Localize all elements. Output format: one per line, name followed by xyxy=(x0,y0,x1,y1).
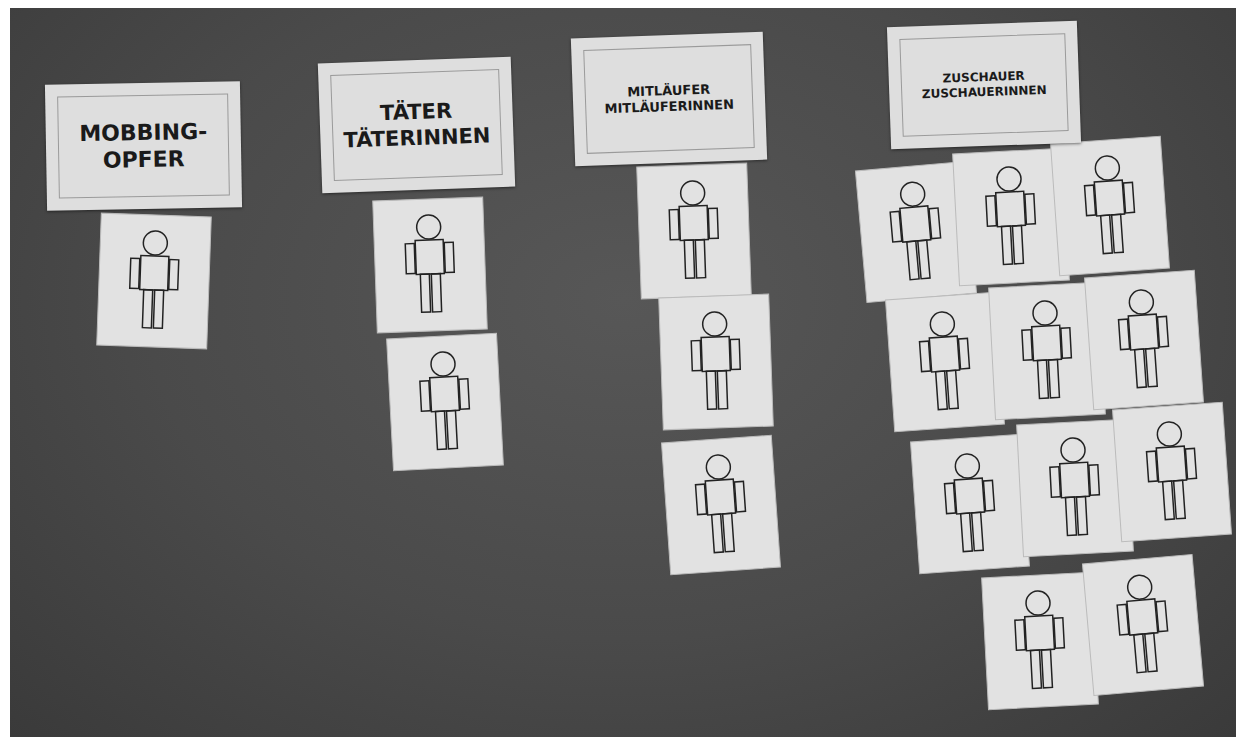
person-card xyxy=(982,572,1099,710)
person-card xyxy=(373,197,488,333)
person-card xyxy=(659,294,774,430)
header-card: TÄTER TÄTERINNEN xyxy=(318,57,515,194)
category-label: MOBBING- OPFER xyxy=(59,117,229,175)
person-card xyxy=(886,292,1005,431)
category-label: ZUSCHAUER ZUSCHAUERINNEN xyxy=(902,67,1067,103)
header-card: MITLÄUFER MITLÄUFERINNEN xyxy=(571,32,767,167)
category-label: TÄTER TÄTERINNEN xyxy=(332,96,501,154)
card-frame: MITLÄUFER MITLÄUFERINNEN xyxy=(583,44,755,154)
card-frame: ZUSCHAUER ZUSCHAUERINNEN xyxy=(899,33,1068,137)
person-card xyxy=(97,213,212,349)
person-card xyxy=(911,434,1030,573)
category-label: MITLÄUFER MITLÄUFERINNEN xyxy=(585,80,752,118)
person-card xyxy=(662,435,781,574)
person-card xyxy=(1051,136,1170,275)
person-card xyxy=(1085,270,1204,409)
person-card xyxy=(1082,554,1203,695)
person-card xyxy=(637,163,752,299)
person-card xyxy=(387,333,504,471)
card-frame: TÄTER TÄTERINNEN xyxy=(330,69,503,181)
header-card: ZUSCHAUER ZUSCHAUERINNEN xyxy=(887,21,1081,150)
header-card: MOBBING- OPFER xyxy=(45,81,242,210)
person-card xyxy=(1113,402,1232,541)
card-frame: MOBBING- OPFER xyxy=(57,94,230,199)
